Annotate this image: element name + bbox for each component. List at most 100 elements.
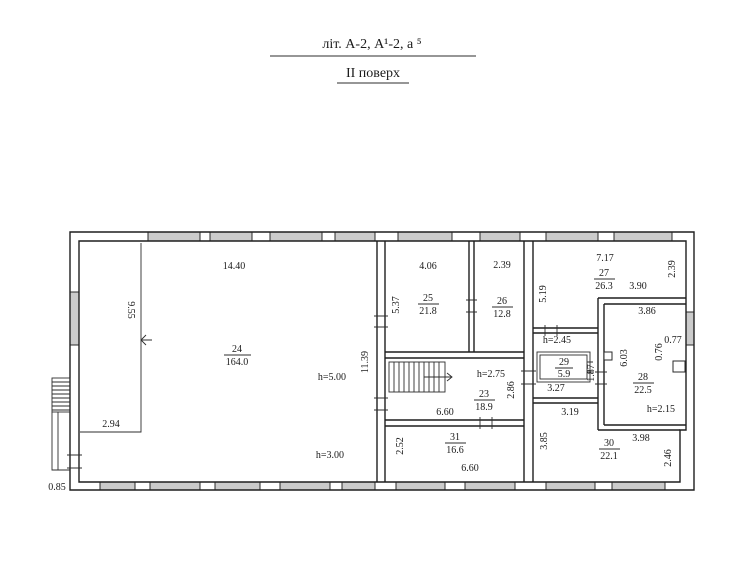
window bbox=[269, 231, 323, 242]
floor-title: II поверх bbox=[346, 66, 400, 81]
room29-outline bbox=[536, 351, 591, 383]
room29-partition bbox=[536, 351, 591, 383]
shafts bbox=[603, 351, 686, 373]
door-mark bbox=[544, 325, 558, 336]
dimension-label: 3.27 bbox=[547, 383, 565, 394]
room-23-area: 18.9 bbox=[475, 402, 493, 413]
dimension-label: 9.55 bbox=[125, 301, 136, 319]
door-mark bbox=[374, 315, 388, 328]
dimension-label: 6.60 bbox=[436, 407, 454, 418]
room-26-area: 12.8 bbox=[493, 309, 511, 320]
room-27-area: 26.3 bbox=[595, 281, 613, 292]
dimension-label: 7.17 bbox=[596, 253, 614, 264]
room24-inner-partition bbox=[80, 243, 142, 433]
window bbox=[685, 311, 695, 346]
windows bbox=[69, 231, 695, 491]
room-23-label: 23 18.9 bbox=[474, 389, 495, 413]
room-30-number: 30 bbox=[604, 438, 614, 449]
window bbox=[397, 231, 453, 242]
window bbox=[395, 481, 446, 491]
interior-staircase bbox=[388, 361, 453, 393]
door-mark bbox=[521, 370, 536, 385]
height-label: h=5.00 bbox=[318, 372, 346, 383]
ventilation-shaft bbox=[672, 360, 686, 373]
dimension-label: 14.40 bbox=[223, 261, 246, 272]
wall-room27-room28 bbox=[598, 297, 686, 305]
building-letters-title: літ. А-2, А¹-2, а ⁵ bbox=[322, 37, 421, 52]
room-24-number: 24 bbox=[232, 344, 242, 355]
room-31-label: 31 16.6 bbox=[445, 432, 466, 456]
dimension-label: 2.52 bbox=[395, 437, 406, 455]
window bbox=[69, 291, 80, 346]
window bbox=[613, 231, 673, 242]
dimension-label: 0.77 bbox=[664, 335, 682, 346]
window bbox=[545, 231, 599, 242]
wall-room25-room26 bbox=[468, 241, 475, 352]
staircase-direction-arrow bbox=[424, 372, 453, 382]
room-labels: 24 164.0 25 21.8 26 12.8 27 26.3 28 22.5… bbox=[224, 268, 654, 462]
room-30-label: 30 22.1 bbox=[599, 438, 620, 462]
window bbox=[334, 231, 376, 242]
room-31-number: 31 bbox=[450, 432, 460, 443]
room-25-number: 25 bbox=[423, 293, 433, 304]
door-mark bbox=[479, 417, 493, 429]
room-27-number: 27 bbox=[599, 268, 609, 279]
wall-room27-south bbox=[533, 327, 598, 334]
room-26-number: 26 bbox=[497, 296, 507, 307]
height-labels: h=5.00 h=3.00 h=2.45 h=2.75 h=2.15 bbox=[316, 335, 675, 461]
dimension-label: 2.46 bbox=[663, 449, 674, 467]
wall-room24-east bbox=[376, 241, 386, 482]
dimension-label: 6.60 bbox=[461, 463, 479, 474]
dimension-label: 3.90 bbox=[629, 281, 647, 292]
wall-room23-south bbox=[385, 419, 524, 427]
door-mark bbox=[466, 299, 477, 313]
dimension-label: 3.19 bbox=[561, 407, 579, 418]
wall-room23-north bbox=[385, 351, 524, 359]
room-29-area: 5.9 bbox=[558, 369, 571, 380]
room-24-area: 164.0 bbox=[226, 357, 249, 368]
window bbox=[149, 481, 201, 491]
wall-middle-east bbox=[523, 241, 534, 482]
dimension-label: 2.39 bbox=[493, 260, 511, 271]
dimension-label: 3.85 bbox=[539, 432, 550, 450]
room29-inner-outline bbox=[539, 354, 588, 380]
dimension-label: 1.87 bbox=[586, 364, 597, 382]
dimension-label: 0.76 bbox=[654, 343, 665, 361]
height-label: h=2.45 bbox=[543, 335, 571, 346]
window bbox=[341, 481, 376, 491]
window bbox=[464, 481, 516, 491]
exterior-staircase-landing bbox=[51, 412, 70, 471]
door-marks bbox=[67, 299, 607, 469]
dimension-label: 11.39 bbox=[360, 351, 371, 373]
wall-room30-north-left bbox=[533, 397, 598, 404]
exterior-staircase-outline bbox=[51, 377, 71, 413]
room-28-number: 28 bbox=[638, 372, 648, 383]
room-29-number: 29 bbox=[559, 357, 569, 368]
ventilation-shaft bbox=[603, 351, 613, 361]
door-mark bbox=[140, 334, 152, 346]
height-label: h=3.00 bbox=[316, 450, 344, 461]
window bbox=[279, 481, 331, 491]
wall-room28-south bbox=[598, 424, 686, 431]
dimension-label: 6.03 bbox=[619, 349, 630, 367]
dimension-label: 2.94 bbox=[102, 419, 120, 430]
room-24-label: 24 164.0 bbox=[224, 344, 251, 368]
dimension-label: 2.39 bbox=[667, 260, 678, 278]
window bbox=[214, 481, 261, 491]
exterior-staircase-steps bbox=[52, 381, 70, 411]
room-23-number: 23 bbox=[479, 389, 489, 400]
height-label: h=2.15 bbox=[647, 404, 675, 415]
door-mark bbox=[587, 361, 593, 373]
room-28-label: 28 22.5 bbox=[633, 372, 654, 396]
room-26-label: 26 12.8 bbox=[492, 296, 513, 320]
room-25-area: 21.8 bbox=[419, 306, 437, 317]
window bbox=[99, 481, 136, 491]
exterior-staircase bbox=[51, 377, 71, 471]
dimension-label: 3.86 bbox=[638, 306, 656, 317]
dimension-label: 3.98 bbox=[632, 433, 650, 444]
window bbox=[545, 481, 596, 491]
window bbox=[611, 481, 666, 491]
dimension-label: 0.85 bbox=[48, 482, 66, 493]
door-mark bbox=[67, 454, 82, 469]
